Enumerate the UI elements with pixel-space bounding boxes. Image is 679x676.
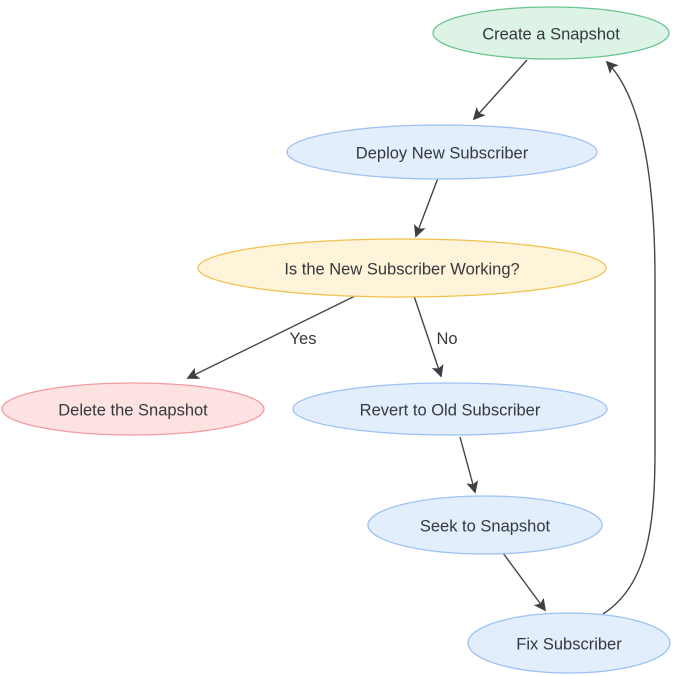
edge-create-to-deploy xyxy=(472,59,528,121)
edge-fix-to-create-loop xyxy=(602,60,656,615)
edges-layer xyxy=(186,59,656,615)
node-is-working: Is the New Subscriber Working? xyxy=(197,238,607,298)
node-deploy-new-subscriber-label: Deploy New Subscriber xyxy=(356,144,529,162)
node-delete-snapshot-label: Delete the Snapshot xyxy=(58,401,208,419)
node-deploy-new-subscriber: Deploy New Subscriber xyxy=(286,124,598,180)
node-fix-subscriber-label: Fix Subscriber xyxy=(516,635,622,653)
edge-working-to-revert xyxy=(412,292,444,378)
edge-label-no: No xyxy=(436,330,457,348)
edge-label-yes: Yes xyxy=(290,330,317,348)
node-create-snapshot: Create a Snapshot xyxy=(432,6,670,60)
node-revert-old-subscriber-shape xyxy=(292,382,608,436)
node-is-working-shape xyxy=(197,238,607,298)
node-seek-to-snapshot-label: Seek to Snapshot xyxy=(420,517,551,535)
node-delete-snapshot: Delete the Snapshot xyxy=(1,382,265,436)
node-delete-snapshot-shape xyxy=(1,382,265,436)
node-create-snapshot-shape xyxy=(432,6,670,60)
node-seek-to-snapshot-shape xyxy=(367,495,603,555)
node-seek-to-snapshot: Seek to Snapshot xyxy=(367,495,603,555)
node-revert-old-subscriber-label: Revert to Old Subscriber xyxy=(360,401,541,419)
node-fix-subscriber: Fix Subscriber xyxy=(467,612,671,674)
node-is-working-label: Is the New Subscriber Working? xyxy=(284,260,519,278)
edge-deploy-to-working xyxy=(413,177,439,238)
node-fix-subscriber-shape xyxy=(467,612,671,674)
edge-revert-to-seek xyxy=(459,436,479,494)
node-revert-old-subscriber: Revert to Old Subscriber xyxy=(292,382,608,436)
node-create-snapshot-label: Create a Snapshot xyxy=(482,25,620,43)
node-deploy-new-subscriber-shape xyxy=(286,124,598,180)
edge-working-to-delete xyxy=(186,295,356,379)
edge-seek-to-fix xyxy=(502,552,547,612)
